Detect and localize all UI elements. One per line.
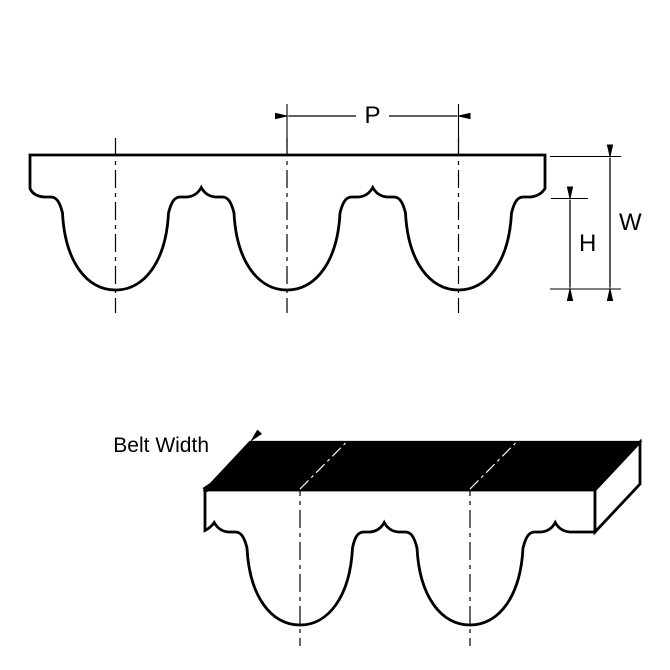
belt-end-face [593, 438, 642, 536]
width-label: W [619, 209, 642, 236]
pitch-label: P [364, 102, 380, 129]
top-face-centerline [299, 442, 346, 490]
belt-front-profile-3d [203, 488, 597, 627]
bottom-view-3d: Belt Width [113, 429, 643, 646]
belt-top-face [202, 440, 643, 492]
top-face-centerline [469, 442, 516, 490]
height-label: H [579, 230, 596, 257]
belt-width-label: Belt Width [113, 434, 209, 457]
top-view-side-profile: P W H [28, 102, 642, 313]
belt-width-arrow [202, 429, 263, 493]
